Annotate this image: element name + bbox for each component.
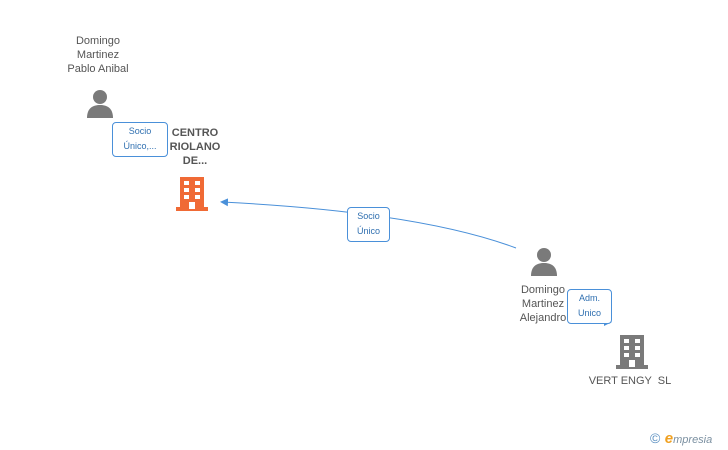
edge-alejandro-vert-line-1: Adm. xyxy=(578,293,600,303)
brand-logo-initial: e xyxy=(664,430,674,447)
company-centro-line-2: RIOLANO xyxy=(169,141,221,153)
brand-logo-text: mpresia xyxy=(673,434,713,446)
edge-pablo-centro-line-2: Único,... xyxy=(123,141,157,151)
company-centro-line-1: CENTRO xyxy=(171,127,219,139)
company-centro-label[interactable]: CENTRO RIOLANO DE... xyxy=(150,126,240,168)
person-alejandro-line-3: Alejandro xyxy=(519,312,567,324)
edge-label-alejandro-vert[interactable]: Adm. Unico xyxy=(567,289,612,324)
brand-footer: © empresia xyxy=(650,430,712,448)
person-alejandro-label[interactable]: Domingo Martinez Alejandro xyxy=(500,283,586,325)
copyright-symbol: © xyxy=(650,430,661,446)
person-pablo-line-3: Pablo Anibal xyxy=(67,63,129,75)
person-alejandro-icon[interactable] xyxy=(529,246,559,276)
person-pablo-icon[interactable] xyxy=(85,88,115,118)
edge-alejandro-centro-line-1: Socio xyxy=(357,211,380,221)
company-vert-label[interactable]: VERT ENGY SL xyxy=(574,374,686,388)
person-alejandro-line-2: Martinez xyxy=(521,298,565,310)
person-alejandro-line-1: Domingo xyxy=(520,284,566,296)
edge-label-pablo-centro[interactable]: Socio Único,... xyxy=(112,122,168,157)
edge-alejandro-centro-line-2: Único xyxy=(356,226,380,236)
company-vert-building-icon[interactable] xyxy=(616,335,648,369)
company-centro-line-3: DE... xyxy=(182,155,208,167)
person-pablo-line-1: Domingo xyxy=(75,35,121,47)
edge-alejandro-vert-line-2: Unico xyxy=(577,308,601,318)
person-pablo-line-2: Martinez xyxy=(76,49,120,61)
company-vert-line-1: VERT ENGY SL xyxy=(588,375,672,387)
edge-alejandro-centro xyxy=(220,198,517,249)
edge-pablo-centro-line-1: Socio xyxy=(128,126,152,136)
edge-label-alejandro-centro[interactable]: Socio Único xyxy=(347,207,390,242)
company-centro-building-icon[interactable] xyxy=(176,177,208,211)
person-pablo-label[interactable]: Domingo Martinez Pablo Anibal xyxy=(50,34,146,76)
